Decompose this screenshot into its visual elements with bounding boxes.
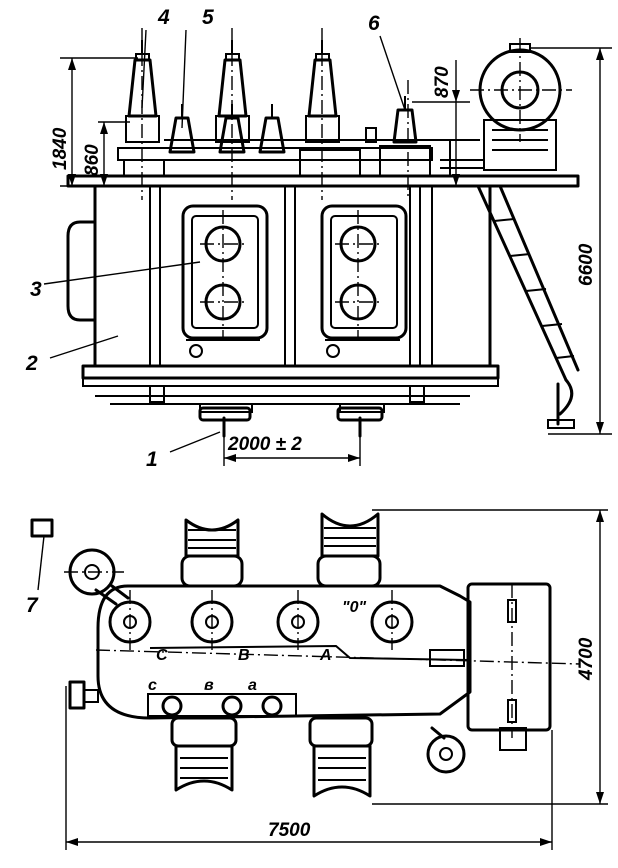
tank-plan-outline <box>96 584 472 720</box>
dim-1840: 1840 <box>50 127 71 170</box>
terminal-B: B <box>238 647 250 664</box>
tank-body <box>93 184 492 368</box>
elevation-view: 4 5 6 3 2 1 6600 1840 860 870 2000 ± 2 <box>25 6 612 471</box>
plan-dimensions <box>65 509 608 850</box>
tank-ribs <box>149 186 433 366</box>
item-7-box <box>30 518 54 538</box>
callout-4: 4 <box>157 6 170 29</box>
dim-7500: 7500 <box>268 820 311 841</box>
terminal-a: a <box>248 677 257 694</box>
lv-bushing-plan <box>147 693 297 717</box>
elevation-dimensions <box>60 47 612 466</box>
ladder <box>476 184 580 429</box>
callout-2: 2 <box>25 352 38 375</box>
terminal-b: в <box>204 677 214 694</box>
dim-860: 860 <box>82 144 103 176</box>
callout-7: 7 <box>26 594 39 617</box>
wheels <box>198 406 384 438</box>
cooler-panel-left <box>181 204 269 358</box>
radiator-top <box>180 512 382 588</box>
terminal-neutral: "0" <box>342 599 366 616</box>
terminal-A: A <box>319 647 332 664</box>
cooling-box <box>466 582 552 732</box>
elevation-leaders <box>43 29 406 453</box>
hv-bushing-plan <box>108 590 414 650</box>
dim-4700: 4700 <box>576 637 597 681</box>
conservator <box>440 38 572 176</box>
dim-2000: 2000 ± 2 <box>227 434 302 455</box>
callout-3: 3 <box>30 278 42 301</box>
plan-view: 7 <box>26 509 608 850</box>
lv-bushings <box>168 96 418 154</box>
tank-cover <box>66 174 580 188</box>
cooler-panel-right <box>320 204 408 358</box>
callout-6: 6 <box>368 12 380 35</box>
cover-equipment <box>117 28 480 200</box>
terminal-C: C <box>156 647 168 664</box>
terminal-c: c <box>148 677 157 694</box>
left-filter-box <box>66 220 97 322</box>
callout-1: 1 <box>146 448 158 471</box>
callout-5: 5 <box>202 6 214 29</box>
dim-870: 870 <box>432 66 453 98</box>
dim-6600: 6600 <box>576 243 597 286</box>
radiator-bottom <box>170 716 374 798</box>
bottom-frame <box>81 364 500 413</box>
